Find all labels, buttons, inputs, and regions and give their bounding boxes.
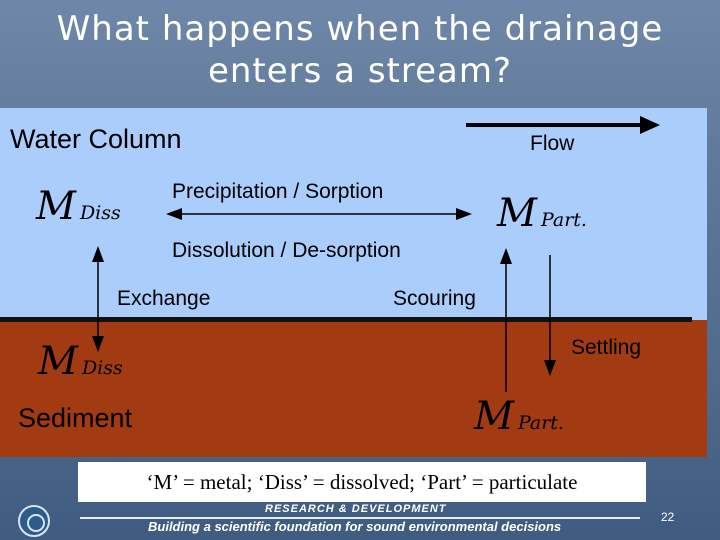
page-number: 22 [661, 510, 675, 524]
flow-label: Flow [530, 132, 575, 155]
part-subscript: Part. [540, 209, 587, 231]
sediment-panel [0, 320, 707, 457]
dissolution-desorption-label: Dissolution / De-sorption [172, 239, 401, 262]
scouring-label: Scouring [393, 287, 476, 310]
m-symbol: M [474, 394, 514, 439]
m-symbol: M [497, 191, 537, 236]
slide-title-line-2: enters a stream? [207, 51, 513, 91]
water-sediment-interface-line [0, 317, 692, 322]
diss-subscript: Diss [79, 202, 121, 224]
precipitation-sorption-label: Precipitation / Sorption [172, 180, 384, 203]
research-development-label: RESEARCH & DEVELOPMENT [265, 503, 447, 515]
footer-divider [80, 517, 640, 519]
water-column-label: Water Column [10, 124, 182, 154]
exchange-label: Exchange [117, 287, 211, 310]
sediment-label: Sediment [18, 403, 133, 433]
abbreviation-legend: ‘M’ = metal; ‘Diss’ = dissolved; ‘Part’ … [78, 462, 646, 502]
m-symbol: M [36, 184, 76, 229]
settling-label: Settling [571, 336, 642, 359]
diss-subscript: Diss [81, 357, 123, 379]
slide-title-line-1: What happens when the drainage [56, 9, 664, 49]
part-subscript: Part. [517, 412, 564, 434]
slide-title: What happens when the drainage enters a … [0, 8, 720, 92]
agency-seal-icon [18, 505, 50, 537]
footer-tagline: Building a scientific foundation for sou… [148, 519, 562, 534]
footer: RESEARCH & DEVELOPMENT Building a scient… [0, 502, 720, 540]
m-symbol: M [38, 339, 78, 384]
